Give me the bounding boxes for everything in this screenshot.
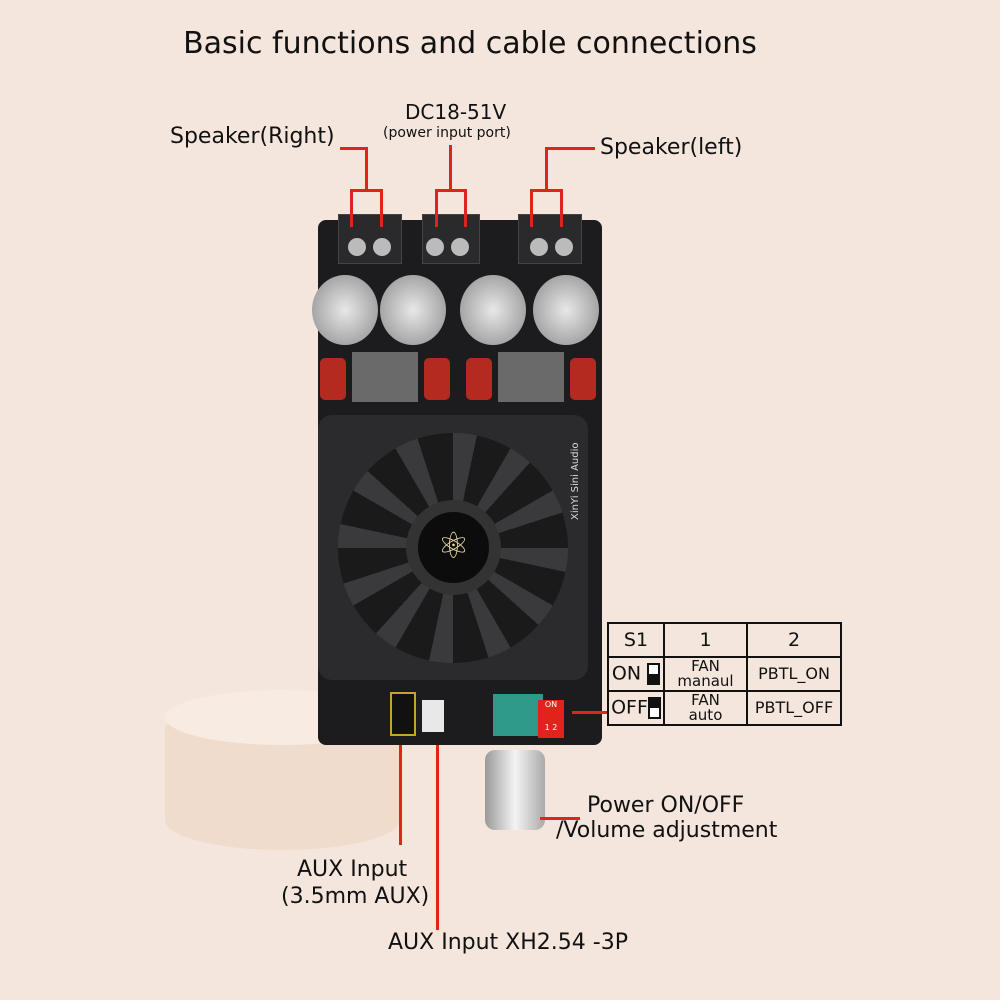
screw-icon	[426, 238, 444, 256]
chip	[352, 352, 418, 402]
state-off: OFF	[607, 690, 665, 726]
callout-line	[464, 189, 467, 227]
callout-line	[449, 145, 452, 192]
callout-line	[340, 147, 367, 150]
dc-sub-label: (power input port)	[383, 125, 511, 141]
screw-icon	[348, 238, 366, 256]
header-1: 1	[663, 622, 748, 658]
speaker-left-label: Speaker(left)	[600, 135, 743, 160]
fan-mode: manaul	[677, 672, 734, 690]
film-capacitor	[466, 358, 492, 400]
aux-input-label: AUX Input	[297, 857, 408, 882]
screw-icon	[373, 238, 391, 256]
dc-voltage-label: DC18-51V	[405, 100, 507, 124]
speaker-right-terminal	[338, 214, 402, 264]
capacitor	[312, 275, 378, 345]
dip-on-label: ON	[544, 700, 558, 709]
page-title: Basic functions and cable connections	[183, 26, 757, 61]
callout-line	[350, 189, 383, 192]
fan-logo: ⚛	[406, 500, 501, 595]
capacitor	[380, 275, 446, 345]
state-label: ON	[611, 662, 642, 685]
callout-line	[435, 189, 467, 192]
switch-on-icon	[647, 663, 661, 685]
power-label: Power ON/OFF	[587, 793, 745, 818]
capacitor	[533, 275, 599, 345]
dip-numbers: 1 2	[544, 723, 558, 732]
callout-line	[350, 189, 353, 227]
callout-line	[530, 189, 563, 192]
cooling-fan: ⚛	[318, 415, 588, 680]
header-s1: S1	[607, 622, 665, 658]
fan-label: FAN	[691, 691, 720, 709]
fan-mode: auto	[688, 706, 723, 724]
volume-knob[interactable]	[485, 750, 545, 830]
volume-label: /Volume adjustment	[556, 818, 778, 843]
screw-icon	[555, 238, 573, 256]
callout-line	[572, 711, 607, 714]
state-label: OFF	[611, 696, 648, 719]
volume-pot	[493, 694, 543, 736]
amplifier-board: ⚛ XinYi Sini Audio ON 1 2	[312, 214, 602, 745]
callout-line	[365, 147, 368, 192]
film-capacitor	[570, 358, 596, 400]
switch-off-icon	[647, 697, 661, 719]
capacitor	[460, 275, 526, 345]
screw-icon	[451, 238, 469, 256]
pbtl-cell: PBTL_ON	[746, 656, 842, 692]
pbtl-cell: PBTL_OFF	[746, 690, 842, 726]
film-capacitor	[424, 358, 450, 400]
state-on: ON	[607, 656, 665, 692]
callout-line	[545, 147, 595, 150]
dip-switch: ON 1 2	[538, 700, 564, 738]
xh-connector	[422, 700, 444, 732]
film-capacitor	[320, 358, 346, 400]
speaker-right-label: Speaker(Right)	[170, 124, 335, 149]
aux-xh-label: AUX Input XH2.54 -3P	[388, 930, 628, 955]
callout-line	[540, 817, 580, 820]
speaker-left-terminal	[518, 214, 582, 264]
callout-line	[399, 745, 402, 845]
aux-input-sub-label: (3.5mm AUX)	[281, 884, 430, 909]
callout-line	[545, 147, 548, 192]
brand-text: XinYi Sini Audio	[570, 442, 581, 520]
callout-line	[560, 189, 563, 227]
callout-line	[435, 189, 438, 227]
header-2: 2	[746, 622, 842, 658]
callout-line	[380, 189, 383, 227]
callout-line	[436, 745, 439, 930]
fan-label: FAN	[691, 657, 720, 675]
chip	[498, 352, 564, 402]
aux-jack	[390, 692, 416, 736]
screw-icon	[530, 238, 548, 256]
callout-line	[530, 189, 533, 227]
